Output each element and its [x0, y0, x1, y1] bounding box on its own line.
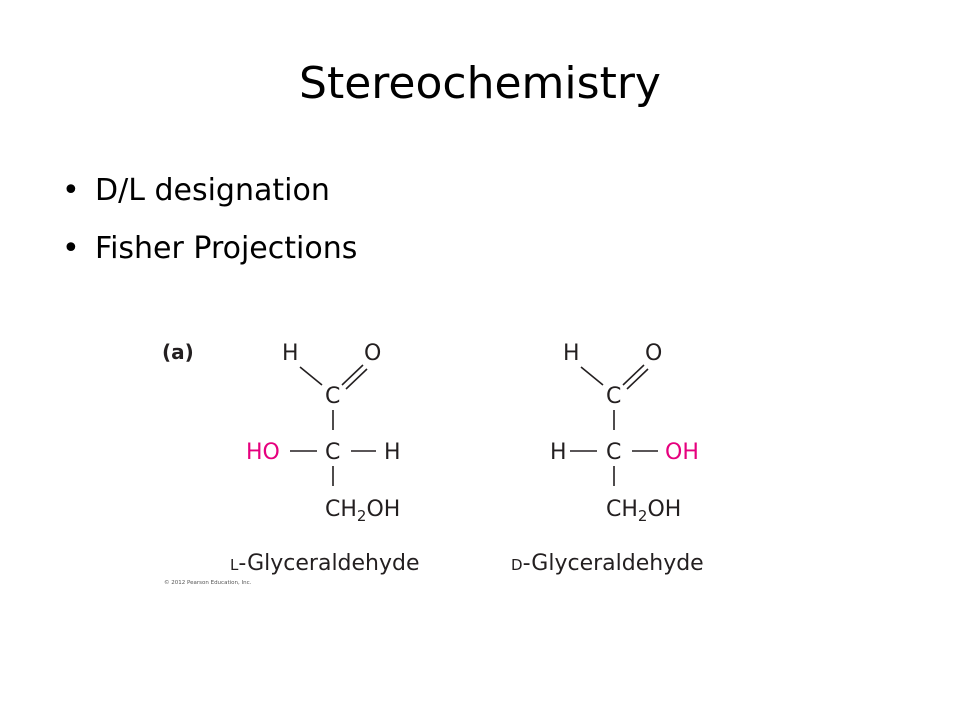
bullet-text: Fisher Projections [95, 231, 358, 266]
bond-line [345, 368, 368, 390]
hydrogen-label: H [550, 440, 567, 465]
aldehyde-h-label: H [563, 341, 580, 366]
bullet-item: • Fisher Projections [62, 234, 357, 264]
hydrogen-label: H [384, 440, 401, 465]
bond-line [341, 364, 364, 386]
bullet-item: • D/L designation [62, 176, 357, 206]
aldehyde-h-label: H [282, 341, 299, 366]
chiral-carbon-label: C [325, 440, 340, 465]
d-glyceraldehyde-name: D-Glyceraldehyde [511, 551, 704, 576]
l-glyceraldehyde-name: L-Glyceraldehyde [230, 551, 420, 576]
copyright-notice: © 2012 Pearson Education, Inc. [164, 579, 252, 586]
bond-line [299, 366, 323, 386]
panel-label: (a) [162, 340, 194, 364]
bullet-text: D/L designation [95, 173, 330, 208]
bullet-icon: • [62, 231, 80, 266]
hydroxyl-label: HO [246, 440, 280, 465]
bond-line [622, 364, 645, 386]
glyceraldehyde-figure: (a) H O C HO C H CH2OH L-Glyceraldehyde [150, 330, 770, 600]
slide-title: Stereochemistry [299, 58, 661, 109]
aldehyde-carbon-label: C [606, 384, 621, 409]
fischer-projection-diagram: (a) H O C HO C H CH2OH L-Glyceraldehyde [162, 340, 704, 586]
ch2oh-label: CH2OH [325, 497, 400, 525]
chiral-carbon-label: C [606, 440, 621, 465]
bond-line [580, 366, 604, 386]
aldehyde-o-label: O [364, 341, 381, 366]
l-glyceraldehyde-structure: H O C HO C H CH2OH L-Glyceraldehyde [230, 341, 420, 576]
hydroxyl-label: OH [665, 440, 699, 465]
ch2oh-label: CH2OH [606, 497, 681, 525]
bullet-icon: • [62, 173, 80, 208]
aldehyde-o-label: O [645, 341, 662, 366]
bullet-list: • D/L designation • Fisher Projections [62, 176, 357, 292]
bond-line [626, 368, 649, 390]
aldehyde-carbon-label: C [325, 384, 340, 409]
d-glyceraldehyde-structure: H O C H C OH CH2OH D-Glyceraldehyde [511, 341, 704, 576]
